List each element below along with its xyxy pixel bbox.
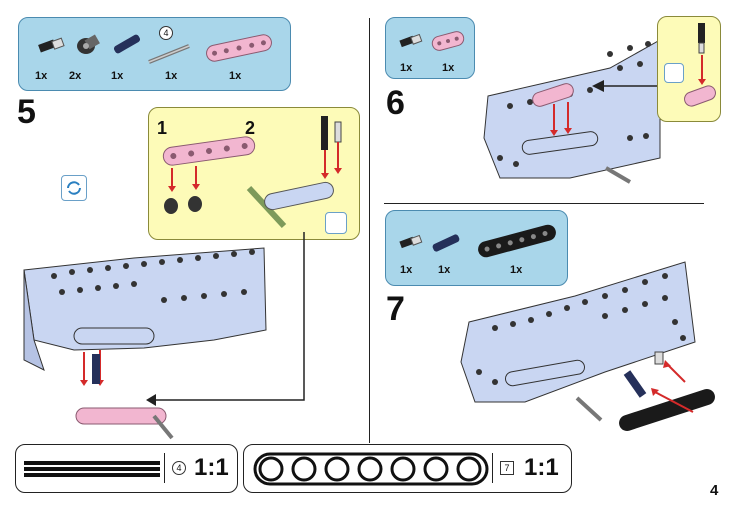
ruler-separator bbox=[492, 453, 493, 483]
axle-length-badge: 4 bbox=[159, 26, 173, 40]
rotate-model-icon bbox=[61, 175, 87, 201]
beam-scale: 1:1 bbox=[524, 454, 559, 481]
rotate-model-icon bbox=[325, 212, 347, 234]
beam-ruler: 7 1:1 bbox=[243, 444, 572, 493]
beam-7-icon bbox=[253, 452, 489, 486]
axle-4-icon bbox=[148, 44, 190, 64]
axle-pin-blue-icon bbox=[432, 234, 460, 252]
step5-part5-qty: 1x bbox=[229, 70, 242, 82]
axle-length-badge: 4 bbox=[172, 461, 186, 475]
step5-part2-qty: 2x bbox=[69, 70, 82, 82]
step5-part1-qty: 1x bbox=[35, 70, 48, 82]
column-divider bbox=[369, 18, 370, 443]
callout-assembly-icon bbox=[684, 23, 716, 107]
step5-callout: 1 2 bbox=[148, 107, 360, 240]
step5-part4-qty: 1x bbox=[165, 70, 178, 82]
step7-part3-qty: 1x bbox=[510, 264, 523, 276]
ruler-separator bbox=[164, 453, 165, 483]
step6-parts-box: 1x 1x bbox=[385, 17, 475, 79]
pin-with-friction-icon bbox=[399, 33, 423, 48]
axle-connector-icon bbox=[77, 34, 100, 54]
step6-number: 6 bbox=[386, 84, 405, 122]
axle-4-icon bbox=[24, 461, 160, 477]
step5-part3-qty: 1x bbox=[111, 70, 124, 82]
step7-parts-box: 1x 1x 1x bbox=[385, 210, 568, 286]
step-divider bbox=[384, 203, 704, 204]
beam-7-black-icon bbox=[478, 224, 556, 258]
step6-model bbox=[483, 39, 661, 184]
step7-part2-qty: 1x bbox=[438, 264, 451, 276]
pin-with-friction-icon bbox=[38, 37, 65, 53]
step6-callout bbox=[657, 16, 721, 122]
step7-number: 7 bbox=[386, 290, 405, 328]
step7-model bbox=[460, 261, 715, 431]
axle-ruler: 4 1:1 bbox=[15, 444, 238, 493]
step5-parts-box: 1x 2x 1x 4 1x 1x bbox=[18, 17, 291, 91]
beam-3-pink-icon bbox=[431, 31, 465, 51]
substep-2-number: 2 bbox=[245, 118, 256, 138]
step5-model bbox=[23, 232, 305, 440]
assembly-arrows-icon bbox=[164, 116, 342, 229]
axle-pin-blue-icon bbox=[113, 34, 141, 54]
step6-part2-qty: 1x bbox=[442, 62, 455, 74]
substep-1-number: 1 bbox=[157, 118, 168, 138]
beam-length-badge: 7 bbox=[500, 461, 514, 475]
pin-with-friction-icon bbox=[399, 234, 423, 249]
step5-number: 5 bbox=[17, 93, 36, 131]
step6-part1-qty: 1x bbox=[400, 62, 413, 74]
beam-5-pink-icon bbox=[162, 136, 256, 166]
page-number: 4 bbox=[710, 482, 719, 499]
step7-part1-qty: 1x bbox=[400, 264, 413, 276]
beam-5-pink-icon bbox=[206, 34, 272, 62]
axle-scale: 1:1 bbox=[194, 454, 229, 481]
rotate-model-icon bbox=[664, 63, 684, 83]
